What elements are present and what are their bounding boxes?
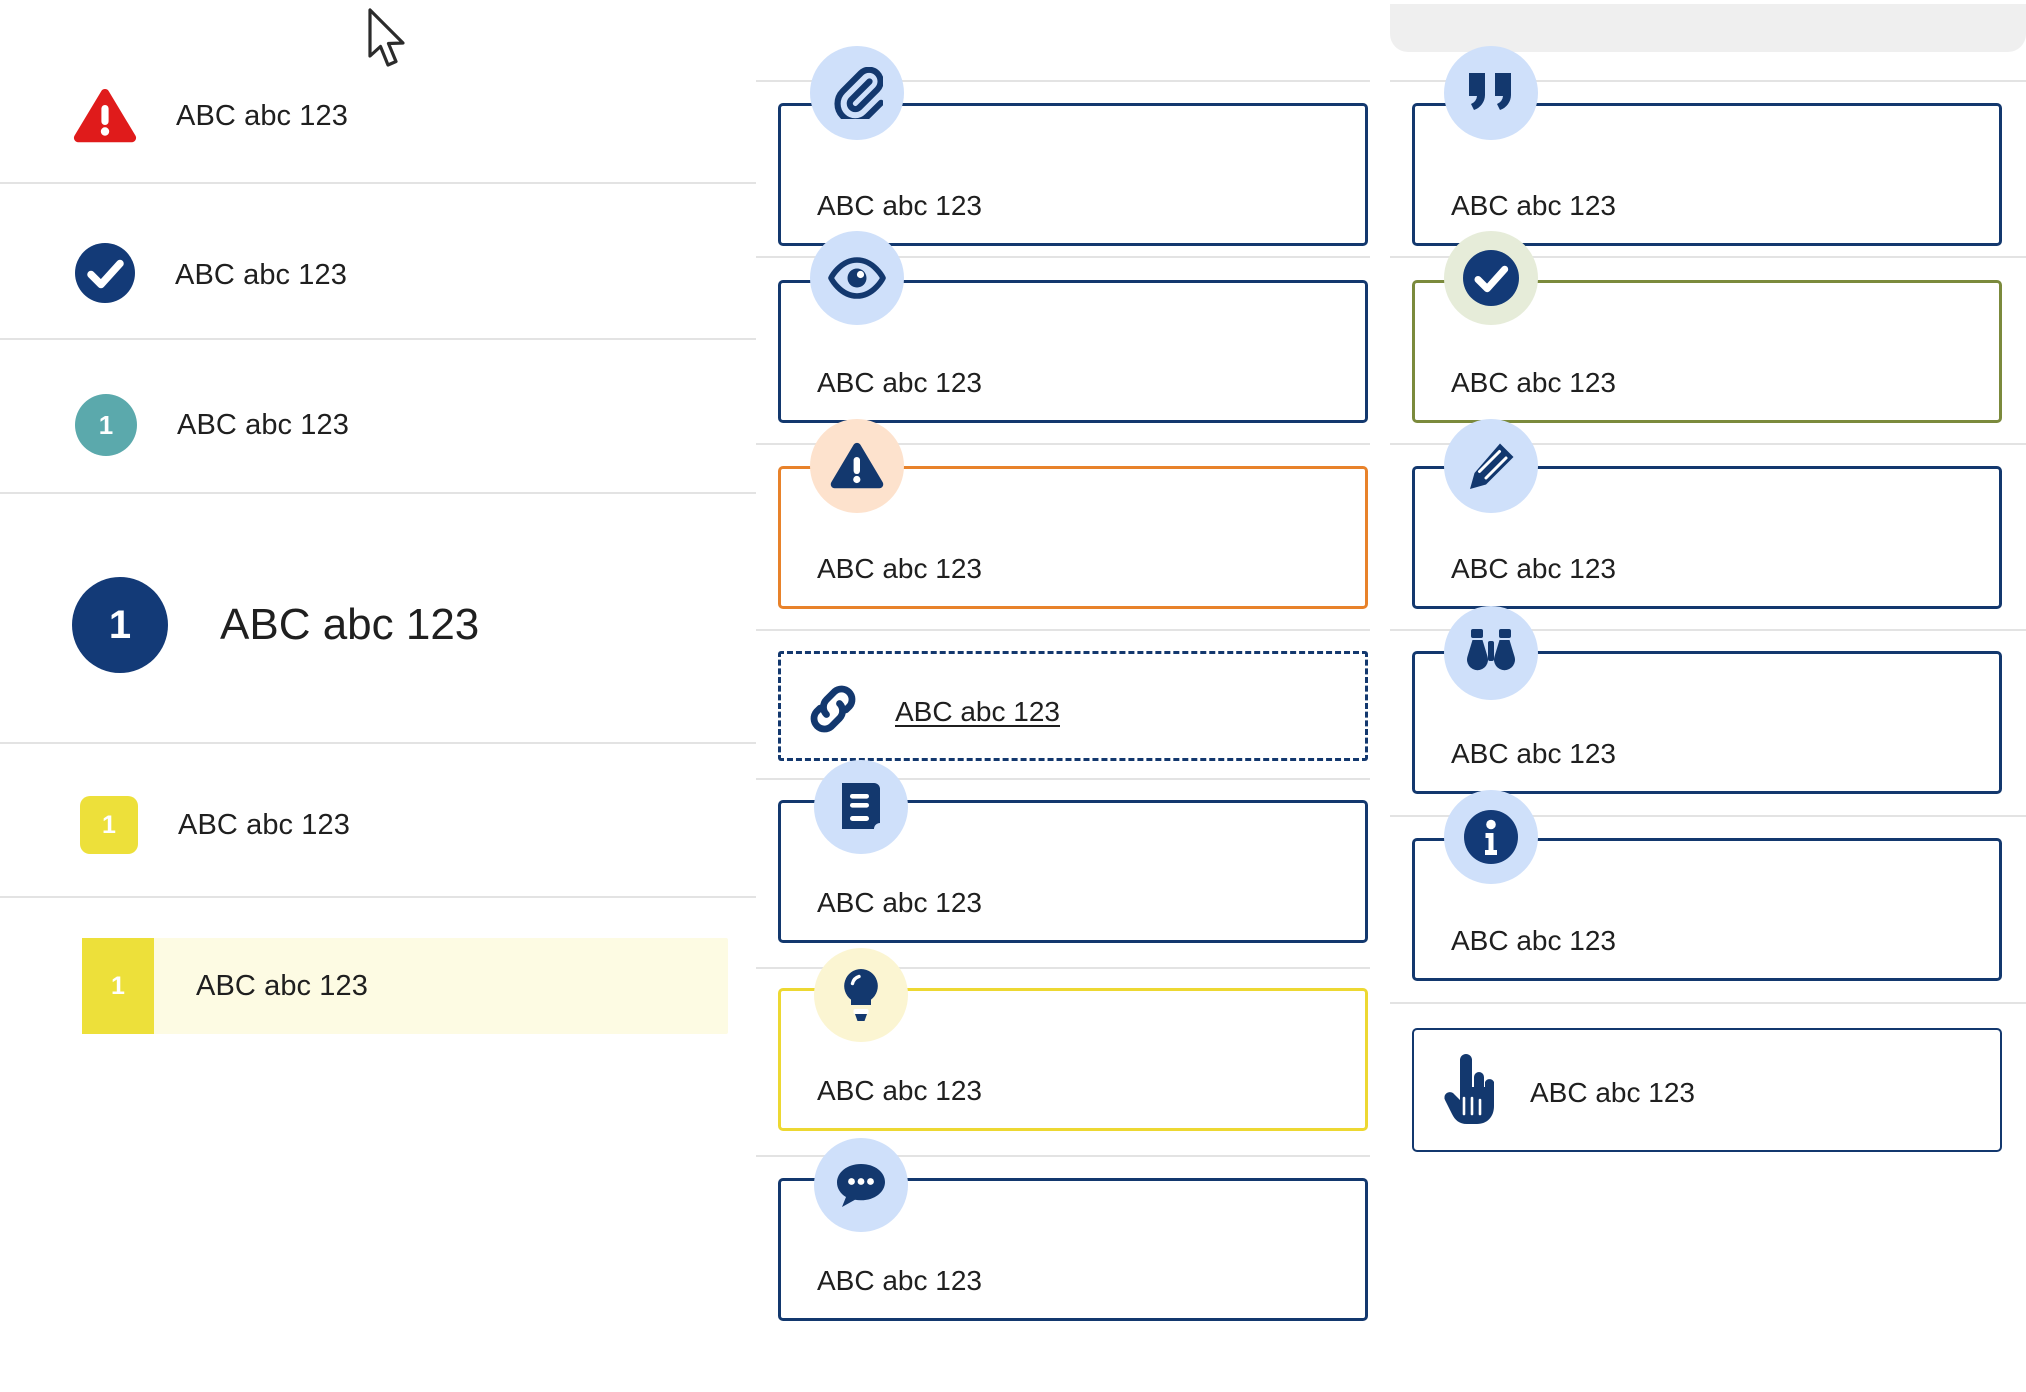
list-divider [0, 182, 756, 184]
left-list-column: ABC abc 123 ABC abc 123 1 ABC abc 123 1 … [0, 0, 756, 1392]
sidebar-heading-row[interactable]: 1 ABC abc 123 [0, 560, 756, 690]
card-divider [756, 80, 1370, 82]
link-card[interactable]: ABC abc 123 [778, 651, 1368, 761]
sidebar-item-counter-yellow[interactable]: 1 ABC abc 123 [0, 770, 756, 880]
card-divider [756, 629, 1370, 631]
sidebar-item-warning[interactable]: ABC abc 123 [0, 62, 756, 170]
sidebar-item-label: ABC abc 123 [196, 969, 368, 1002]
number-badge-icon: 1 [82, 938, 154, 1034]
card-label: ABC abc 123 [1451, 553, 1616, 584]
check-circle-icon [75, 242, 135, 308]
card-label: ABC abc 123 [817, 1075, 982, 1106]
action-card[interactable]: ABC abc 123 [1412, 1028, 2002, 1152]
sidebar-item-counter-selected[interactable]: 1 ABC abc 123 [82, 938, 728, 1034]
link-chain-icon [805, 682, 861, 741]
card-label: ABC abc 123 [817, 190, 982, 221]
card-divider [756, 256, 1370, 258]
pointing-hand-icon [1442, 1054, 1494, 1131]
sidebar-item-label: ABC abc 123 [176, 99, 348, 132]
warning-triangle-icon [72, 87, 138, 145]
card-divider [756, 778, 1370, 780]
action-label: ABC abc 123 [1530, 1076, 1695, 1108]
action-row[interactable]: ABC abc 123 [1442, 1054, 1695, 1131]
sidebar-item-counter-teal[interactable]: 1 ABC abc 123 [0, 370, 756, 480]
card-divider [756, 443, 1370, 445]
list-divider [0, 742, 756, 744]
number-badge-icon: 1 [75, 394, 137, 456]
binoculars-icon [1444, 606, 1538, 700]
paperclip-icon [810, 46, 904, 140]
card-divider [1390, 80, 2026, 82]
card-label: ABC abc 123 [1451, 190, 1616, 221]
page-title: ABC abc 123 [220, 600, 480, 649]
list-divider [0, 338, 756, 340]
lightbulb-icon [814, 948, 908, 1042]
check-circle-icon [1444, 231, 1538, 325]
info-circle-icon [1444, 790, 1538, 884]
list-divider [0, 896, 756, 898]
warning-triangle-icon [810, 419, 904, 513]
card-label: ABC abc 123 [817, 887, 982, 918]
edit-card[interactable]: ABC abc 123 [1412, 466, 2002, 609]
card-divider [1390, 815, 2026, 817]
sidebar-item-success[interactable]: ABC abc 123 [0, 220, 756, 330]
sidebar-item-label: ABC abc 123 [177, 408, 349, 441]
card-divider [1390, 1002, 2026, 1004]
card-divider [756, 967, 1370, 969]
card-divider [1390, 256, 2026, 258]
card-label: ABC abc 123 [817, 553, 982, 584]
top-background-panel [1390, 0, 2026, 52]
sidebar-item-label: ABC abc 123 [178, 808, 350, 841]
preview-card[interactable]: ABC abc 123 [778, 280, 1368, 423]
card-label: ABC abc 123 [1451, 925, 1616, 956]
sidebar-item-label: ABC abc 123 [175, 258, 347, 291]
card-label: ABC abc 123 [817, 367, 982, 398]
card-label: ABC abc 123 [1451, 738, 1616, 769]
card-divider [1390, 443, 2026, 445]
card-divider [1390, 629, 2026, 631]
number-badge-icon: 1 [80, 796, 138, 854]
card-label: ABC abc 123 [817, 1265, 982, 1296]
list-divider [0, 492, 756, 494]
book-icon [814, 760, 908, 854]
approved-card[interactable]: ABC abc 123 [1412, 280, 2002, 423]
link-row[interactable]: ABC abc 123 [805, 682, 1060, 741]
card-label: ABC abc 123 [1451, 367, 1616, 398]
speech-bubble-icon [814, 1138, 908, 1232]
eye-icon [810, 231, 904, 325]
quotation-marks-icon [1444, 46, 1538, 140]
link-label[interactable]: ABC abc 123 [895, 695, 1060, 727]
top-background-panel-mask [1390, 0, 2026, 4]
card-divider [756, 1155, 1370, 1157]
number-badge-icon: 1 [72, 577, 168, 673]
pencil-icon [1444, 419, 1538, 513]
